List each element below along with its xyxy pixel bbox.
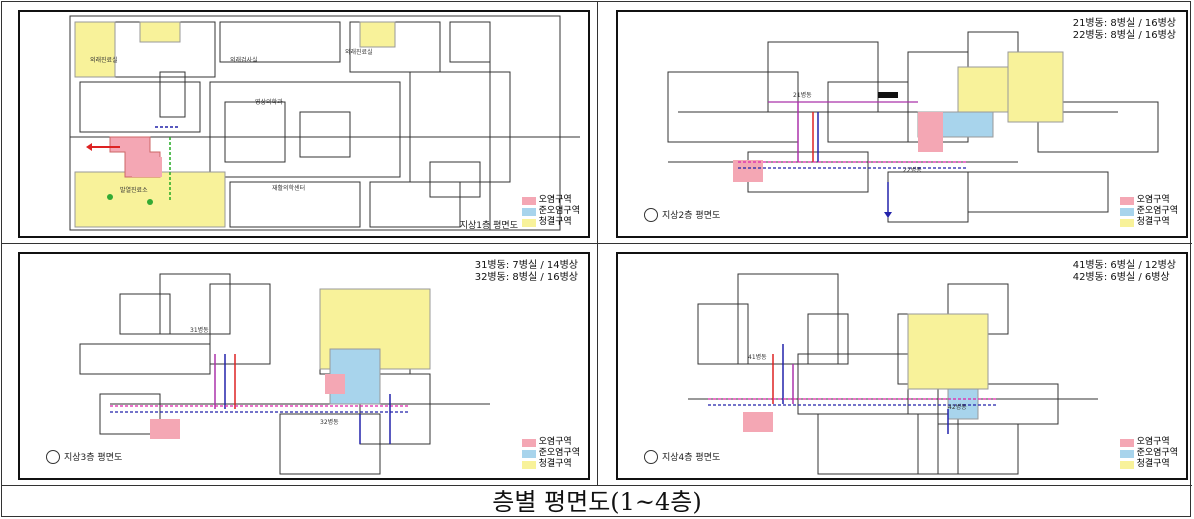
legend-swatch-clean <box>521 218 536 227</box>
legend-swatch-semi <box>521 449 536 458</box>
cell-floor4 <box>598 244 1192 486</box>
floor-plan-2-drawing: 21병동 22병동 <box>667 31 1159 223</box>
legend-swatch-contaminated <box>521 196 536 205</box>
cell-floor3 <box>2 244 598 486</box>
figure-caption: 층별 평면도(1~4층) <box>492 488 702 516</box>
legend-label: 청결구역 <box>538 459 572 469</box>
svg-text:영상의학과: 영상의학과 <box>255 98 283 106</box>
legend-swatch-clean <box>1119 460 1134 469</box>
legend-swatch-semi <box>1119 449 1134 458</box>
legend-label: 오염구역 <box>1136 437 1170 447</box>
svg-text:외래진료실: 외래진료실 <box>90 56 118 64</box>
legend-swatch-semi <box>1119 207 1134 216</box>
legend-label: 준오염구역 <box>1136 206 1178 216</box>
floor-title-wrap: 지상2층 평면도 <box>644 208 721 222</box>
floor-title: 지상1층 평면도 <box>459 221 518 231</box>
svg-text:22병동: 22병동 <box>903 166 922 174</box>
legend-label: 오염구역 <box>538 437 572 447</box>
floor-plan-3: 31병동 32병동 31병동: 7병실 / 14병상 32병동: 8병실 / 16… <box>18 252 590 480</box>
legend-label: 준오염구역 <box>538 448 580 458</box>
floor-plan-4: 41병동 42병동 41병동: 6병실 / 12병상 42병동: 6병실 / 6병… <box>616 252 1188 480</box>
svg-text:외래진료실: 외래진료실 <box>345 48 373 56</box>
north-marker-icon <box>644 450 658 464</box>
legend-label: 준오염구역 <box>538 206 580 216</box>
cell-floor2 <box>598 2 1192 244</box>
ward-info: 31병동: 7병실 / 14병상 32병동: 8병실 / 16병상 <box>474 260 578 283</box>
floor-plan-4-drawing: 41병동 42병동 <box>688 273 1098 475</box>
legend-label: 청결구역 <box>538 217 572 227</box>
legend-swatch-clean <box>1119 218 1134 227</box>
svg-text:42병동: 42병동 <box>948 403 967 411</box>
legend-floor4: 오염구역 준오염구역 청결구역 <box>1119 437 1178 470</box>
legend-floor2: 오염구역 준오염구역 청결구역 <box>1119 195 1178 228</box>
legend-label: 청결구역 <box>1136 217 1170 227</box>
legend-floor3: 오염구역 준오염구역 청결구역 <box>521 437 580 470</box>
legend-label: 준오염구역 <box>1136 448 1178 458</box>
legend-label: 오염구역 <box>1136 195 1170 205</box>
svg-text:21병동: 21병동 <box>793 91 812 99</box>
svg-text:재활의학센터: 재활의학센터 <box>272 184 305 192</box>
floor-plan-3-drawing: 31병동 32병동 <box>79 273 490 475</box>
legend-swatch-contaminated <box>1119 438 1134 447</box>
north-marker-icon <box>644 208 658 222</box>
svg-text:32병동: 32병동 <box>320 418 339 426</box>
legend-swatch-contaminated <box>1119 196 1134 205</box>
svg-text:31병동: 31병동 <box>190 326 209 334</box>
legend-floor1: 오염구역 준오염구역 청결구역 <box>521 195 580 228</box>
svg-text:41병동: 41병동 <box>748 353 767 361</box>
ward-info: 41병동: 6병실 / 12병상 42병동: 6병실 / 6병상 <box>1072 260 1176 283</box>
svg-text:외래검사실: 외래검사실 <box>230 56 258 64</box>
floor-title-wrap: 지상4층 평면도 <box>644 450 721 464</box>
ward-info: 21병동: 8병실 / 16병상 22병동: 8병실 / 16병상 <box>1072 18 1176 41</box>
floor-title: 지상4층 평면도 <box>662 452 721 463</box>
legend-swatch-contaminated <box>521 438 536 447</box>
floor-title: 지상2층 평면도 <box>662 210 721 221</box>
legend-label: 오염구역 <box>538 195 572 205</box>
floor-title-wrap: 지상3층 평면도 <box>46 450 123 464</box>
svg-text:발열진료소: 발열진료소 <box>120 186 148 194</box>
cell-floor1 <box>2 2 598 244</box>
legend-swatch-semi <box>521 207 536 216</box>
legend-label: 청결구역 <box>1136 459 1170 469</box>
north-marker-icon <box>46 450 60 464</box>
floor-title: 지상3층 평면도 <box>64 452 123 463</box>
floor-plan-2: 21병동 22병동 21병동: 8병실 / 16병상 22병동: 8병실 / 16… <box>616 10 1188 238</box>
legend-swatch-clean <box>521 460 536 469</box>
